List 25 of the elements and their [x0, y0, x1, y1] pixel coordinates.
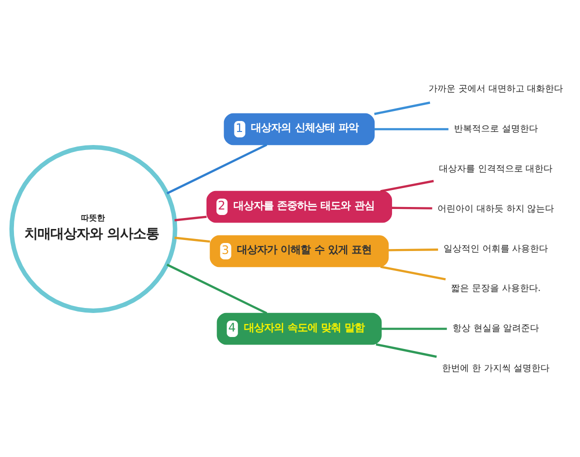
connector: [374, 128, 448, 130]
node-text: 가까운 곳에서 대면하고 대화한다: [428, 84, 564, 94]
node-text: 반복적으로 설명한다: [454, 124, 538, 134]
node-text: 어린아이 대하듯 하지 않는다: [438, 204, 554, 214]
node-text: 일상적인 어휘를 사용한다: [444, 244, 548, 254]
connector: [380, 179, 434, 192]
node-text: 항상 현실을 알려준다: [452, 324, 540, 334]
connector: [392, 206, 432, 209]
connector: [174, 236, 210, 242]
connector: [388, 248, 438, 251]
node-box: 3 대상자가 이해할 수 있게 표현: [210, 234, 389, 267]
connector: [381, 327, 447, 330]
connector: [166, 143, 268, 194]
node-box: 1 대상자의 신체상태 파악: [224, 112, 375, 145]
node-text: 대상자를 인격적으로 대한다: [439, 164, 553, 174]
node-box: 4 대상자의 속도에 맞춰 말함: [216, 312, 382, 344]
node-circle: 따뜻한 치매대상자와 의사소통: [9, 144, 178, 312]
connector: [380, 265, 446, 280]
node-text: 짧은 문장을 사용한다.: [451, 284, 541, 294]
connector: [376, 342, 437, 358]
node-box: 2 대상자를 존중하는 태도와 관심: [206, 190, 392, 222]
connector: [374, 101, 430, 115]
connector: [174, 215, 207, 221]
node-text: 한번에 한 가지씩 설명한다: [442, 364, 550, 374]
connector: [166, 263, 268, 314]
